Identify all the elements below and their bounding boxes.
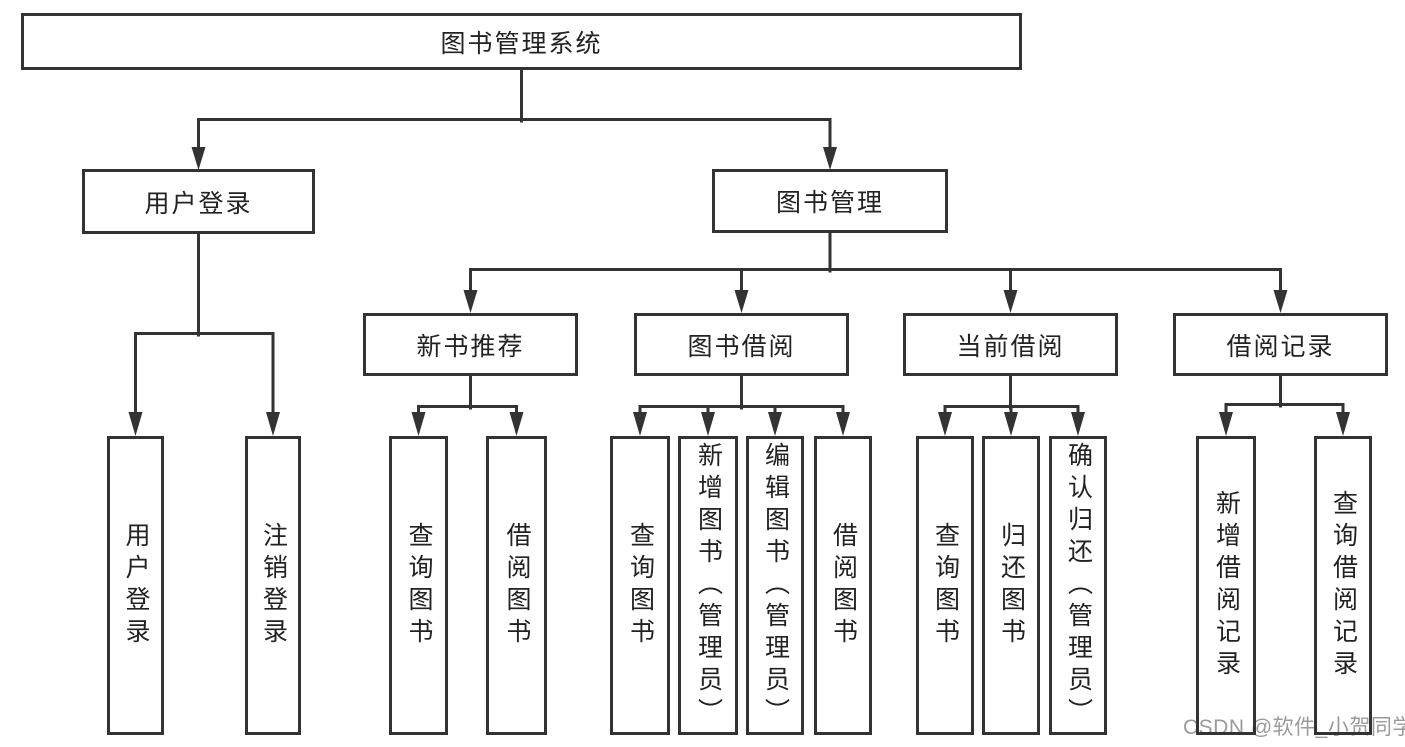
node-label: 用户登录 xyxy=(144,189,253,218)
leaf-rec-query-books: 查询图书 xyxy=(389,436,448,735)
node-current-borrowing: 当前借阅 xyxy=(903,313,1118,376)
node-label: 查询借阅记录 xyxy=(1329,489,1358,682)
node-user-login: 用户登录 xyxy=(82,169,315,234)
leaf-borrow-add-books-admin: 新增图书（管理员） xyxy=(678,436,738,735)
node-label: 当前借阅 xyxy=(956,332,1065,361)
node-label: 新增图书（管理员） xyxy=(694,441,723,730)
node-label: 查询图书 xyxy=(405,521,433,650)
leaf-current-return-books: 归还图书 xyxy=(982,436,1040,735)
node-library-management-system: 图书管理系统 xyxy=(21,13,1022,70)
node-label: 用户登录 xyxy=(122,521,150,650)
node-label: 确认归还（管理员） xyxy=(1064,441,1093,730)
csdn-watermark: CSDN @软件_小贺同学 xyxy=(1183,716,1405,739)
node-borrowing-records: 借阅记录 xyxy=(1173,313,1388,376)
node-label: 借阅图书 xyxy=(503,521,531,650)
node-label: 注销登录 xyxy=(259,521,288,650)
leaf-records-add-record: 新增借阅记录 xyxy=(1196,436,1256,735)
leaf-user-login: 用户登录 xyxy=(107,436,164,735)
connectors-bookmgmt-to-level3 xyxy=(463,230,1288,313)
leaf-current-confirm-return-admin: 确认归还（管理员） xyxy=(1049,436,1107,735)
connectors-bookborrow-to-leaves xyxy=(633,374,850,436)
node-label: 图书管理 xyxy=(775,189,884,217)
node-book-management: 图书管理 xyxy=(712,169,948,233)
leaf-current-query-books: 查询图书 xyxy=(916,436,974,735)
node-label: 图书借阅 xyxy=(687,332,796,361)
node-label: 归还图书 xyxy=(997,521,1026,650)
node-label: 编辑图书（管理员） xyxy=(761,441,790,730)
leaf-rec-borrow-books: 借阅图书 xyxy=(486,436,547,735)
node-label: 查询图书 xyxy=(626,521,655,650)
connectors-userlogin-to-leaves xyxy=(128,232,280,436)
node-label: 图书管理系统 xyxy=(440,29,603,58)
connectors-root-to-level2 xyxy=(191,67,837,170)
connectors-borrowrecords-to-leaves xyxy=(1219,374,1350,436)
leaf-borrow-query-books: 查询图书 xyxy=(610,436,670,735)
leaf-borrow-edit-books-admin: 编辑图书（管理员） xyxy=(746,436,804,735)
node-label: 新增借阅记录 xyxy=(1212,489,1241,682)
node-label: 查询图书 xyxy=(931,521,960,650)
node-new-book-recommendation: 新书推荐 xyxy=(363,313,578,376)
node-book-borrowing: 图书借阅 xyxy=(634,313,849,376)
connectors-currentborrow-to-leaves xyxy=(938,374,1085,436)
node-label: 新书推荐 xyxy=(416,332,525,361)
leaf-borrow-borrow-books: 借阅图书 xyxy=(814,436,872,735)
leaf-logout: 注销登录 xyxy=(245,436,301,735)
leaf-records-query-record: 查询借阅记录 xyxy=(1314,436,1372,735)
node-label: 借阅记录 xyxy=(1226,332,1335,361)
connectors-newbookrec-to-leaves xyxy=(411,374,524,436)
node-label: 借阅图书 xyxy=(829,521,858,650)
